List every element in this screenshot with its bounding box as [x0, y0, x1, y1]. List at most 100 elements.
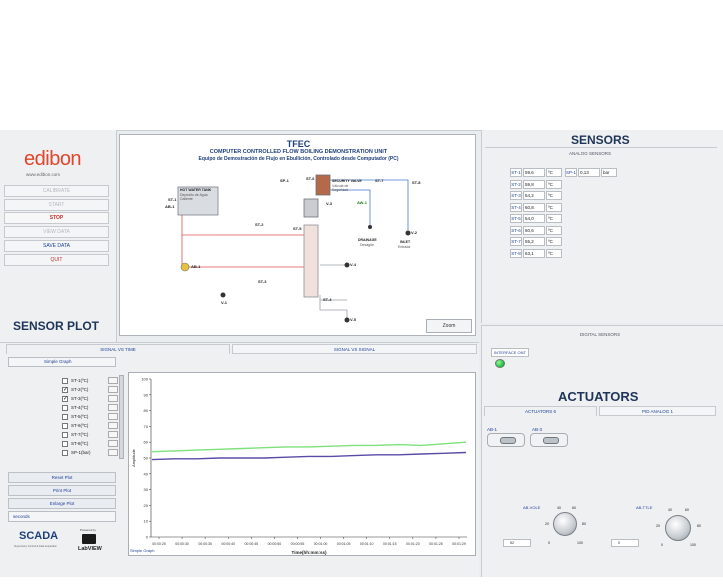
sensor-label: ST-3	[510, 191, 522, 200]
check-label: SP-1(bar)	[71, 450, 91, 455]
website-link[interactable]: www.edibon.com	[26, 172, 61, 177]
scada-logo-text: SCADA	[19, 530, 59, 542]
x-tick-label: 00:00:35	[198, 542, 212, 546]
color-swatch[interactable]	[108, 431, 118, 438]
y-tick-label: 50	[144, 456, 149, 461]
view-data-button[interactable]: VIEW DATA	[4, 226, 109, 238]
deposito-label: Depósito de Agua Caliente	[180, 193, 208, 201]
desague-label: Desagüe	[360, 243, 375, 247]
v3-label: V-3	[326, 201, 333, 206]
diagram-subtitle: COMPUTER CONTROLLED FLOW BOILING DEMONST…	[209, 149, 388, 155]
tab-signal-vs-signal[interactable]: SIGNAL VS SIGNAL	[232, 344, 477, 354]
knob2-tick-100: 100	[690, 543, 696, 547]
check-st5[interactable]: ST-5(ºC)	[62, 413, 88, 421]
check-st4[interactable]: ST-4(ºC)	[62, 404, 88, 412]
print-plot-button[interactable]: Print Plot	[8, 485, 116, 496]
checkbox[interactable]	[62, 449, 68, 456]
graph-mode-select[interactable]: Simple Graph	[8, 357, 116, 367]
reset-plot-button[interactable]: Reset Plot	[8, 472, 116, 483]
color-swatch[interactable]	[108, 449, 118, 456]
ab-ttle-knob[interactable]	[665, 515, 691, 541]
color-swatch[interactable]	[108, 422, 118, 429]
toggle-knob	[543, 437, 559, 444]
sensor-unit: ºC	[546, 226, 562, 235]
calibrate-button[interactable]: CALIBRATE	[4, 185, 109, 197]
check-st3[interactable]: ✓ST-3(ºC)	[62, 395, 88, 403]
quit-button[interactable]: QUIT	[4, 254, 109, 266]
inlet-label: INLET	[400, 240, 411, 244]
st7-label: ST-7	[375, 178, 384, 183]
x-tick-label: 00:00:45	[244, 542, 258, 546]
checkbox[interactable]	[62, 431, 68, 438]
st1-label: ST-1	[168, 197, 177, 202]
tab-pid-analog-1[interactable]: PID ANALOG 1	[599, 406, 716, 416]
start-button[interactable]: START	[4, 199, 109, 211]
check-st2[interactable]: ✓ST-2(ºC)	[62, 386, 88, 394]
y-tick-label: 100	[141, 377, 148, 382]
x-tick-label: 00:01:20	[406, 542, 420, 546]
sensor-unit: ºC	[546, 214, 562, 223]
stop-button[interactable]: STOP	[4, 212, 109, 224]
x-axis-label: Time(hh:mm:ss)	[292, 550, 327, 555]
check-sp1[interactable]: SP-1(bar)	[62, 449, 91, 457]
check-label: ST-1(ºC)	[71, 378, 89, 383]
st4-label: ST-4	[323, 297, 332, 302]
security-valve-label: SECURITY VALVE	[332, 179, 362, 183]
y-tick-label: 90	[144, 392, 149, 397]
save-data-button[interactable]: SAVE DATA	[4, 240, 109, 252]
ab-vol-knob[interactable]	[553, 512, 577, 536]
ab-vol-label: AB-VOLE	[523, 505, 541, 510]
check-st7[interactable]: ST-7(ºC)	[62, 431, 88, 439]
knob2-tick-20: 20	[656, 524, 660, 528]
sensor-unit: ºC	[546, 180, 562, 189]
checkbox[interactable]	[62, 404, 68, 411]
check-st1[interactable]: ST-1(ºC)	[62, 377, 88, 385]
checkbox[interactable]	[62, 422, 68, 429]
ab-vol-numeric[interactable]: 52	[503, 539, 531, 547]
color-swatch[interactable]	[108, 377, 118, 384]
check-st6[interactable]: ST-6(ºC)	[62, 422, 88, 430]
sensor-value: 59,8	[523, 180, 545, 189]
ab3-toggle[interactable]	[530, 433, 568, 447]
v2-label: V-2	[411, 230, 418, 235]
checklist-scrollbar[interactable]	[119, 375, 124, 459]
enlarge-plot-button[interactable]: Enlarge Plot	[8, 498, 116, 509]
checkbox[interactable]	[62, 440, 68, 447]
checkbox[interactable]: ✓	[62, 386, 69, 393]
checkbox[interactable]	[62, 413, 68, 420]
graph-mode-value: Simple Graph	[44, 359, 72, 364]
color-swatch[interactable]	[108, 404, 118, 411]
check-st8[interactable]: ST-8(ºC)	[62, 440, 88, 448]
x-tick-label: 00:00:30	[175, 542, 189, 546]
st2-label: ST-2	[255, 222, 264, 227]
edibon-logo-text: edibon	[24, 148, 82, 170]
checkbox[interactable]: ✓	[62, 395, 69, 402]
ab1-toggle[interactable]	[487, 433, 525, 447]
zoom-button[interactable]: Zoom	[426, 319, 472, 333]
checkbox[interactable]	[62, 377, 68, 384]
knob2-tick-80: 80	[697, 524, 701, 528]
ab-ttle-numeric[interactable]: 0	[611, 539, 639, 547]
st8-label: ST-8	[412, 180, 421, 185]
color-swatch[interactable]	[108, 440, 118, 447]
x-tick-label: 00:01:15	[383, 542, 397, 546]
tab-signal-vs-time[interactable]: SIGNAL VS TIME	[6, 344, 230, 354]
aw1-label: AW-1	[357, 200, 367, 205]
x-tick-label: 00:01:25	[429, 542, 443, 546]
color-swatch[interactable]	[108, 386, 118, 393]
sensor-value: 60,8	[523, 203, 545, 212]
color-swatch[interactable]	[108, 395, 118, 402]
tab-actuators-6[interactable]: ACTUATORS 6	[484, 406, 597, 416]
color-swatch[interactable]	[108, 413, 118, 420]
y-axis-label: Amplitude	[131, 448, 136, 467]
knob2-tick-40: 40	[668, 508, 672, 512]
time-unit-select[interactable]: seconds	[8, 511, 116, 522]
